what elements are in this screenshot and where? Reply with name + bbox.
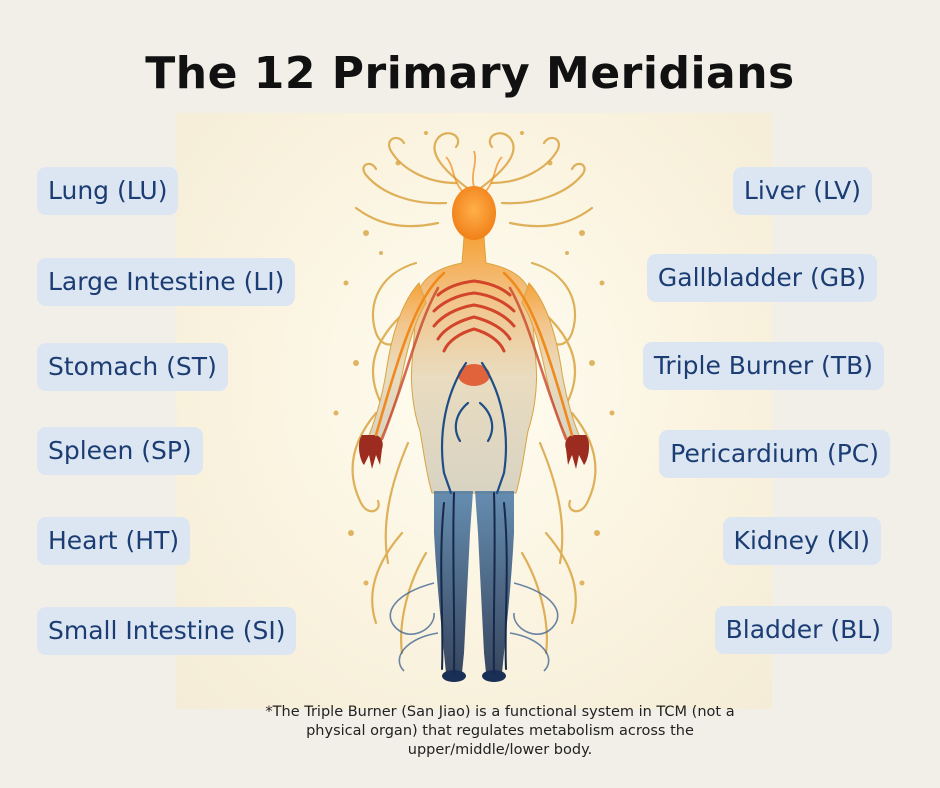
page-title: The 12 Primary Meridians xyxy=(145,48,795,99)
footnote: *The Triple Burner (San Jiao) is a funct… xyxy=(265,704,735,758)
label-liver: Liver (LV) xyxy=(732,167,872,215)
label-small-intestine: Small Intestine (SI) xyxy=(37,607,297,655)
ribcage xyxy=(432,279,516,353)
label-bladder: Bladder (BL) xyxy=(714,606,892,654)
right-hand xyxy=(565,435,590,469)
human-figure-svg xyxy=(333,131,615,682)
ornament-swirls xyxy=(351,132,597,655)
label-kidney: Kidney (KI) xyxy=(722,517,881,565)
torso-meridians xyxy=(441,361,507,495)
label-spleen: Spleen (SP) xyxy=(37,427,203,475)
label-large-intestine: Large Intestine (LI) xyxy=(37,258,296,306)
label-stomach: Stomach (ST) xyxy=(37,343,228,391)
ornament-dots xyxy=(333,131,615,586)
label-heart: Heart (HT) xyxy=(37,517,191,565)
head xyxy=(452,186,496,240)
leg-meridians xyxy=(440,492,508,674)
label-gallbladder: Gallbladder (GB) xyxy=(646,254,877,302)
label-pericardium: Pericardium (PC) xyxy=(659,430,890,478)
left-hand xyxy=(358,435,383,469)
label-lung: Lung (LU) xyxy=(37,167,179,215)
head-flame-lines xyxy=(445,150,503,192)
arm-meridians xyxy=(374,271,574,441)
ornament-blue-loops xyxy=(389,582,559,672)
label-triple-burner: Triple Burner (TB) xyxy=(642,342,884,390)
